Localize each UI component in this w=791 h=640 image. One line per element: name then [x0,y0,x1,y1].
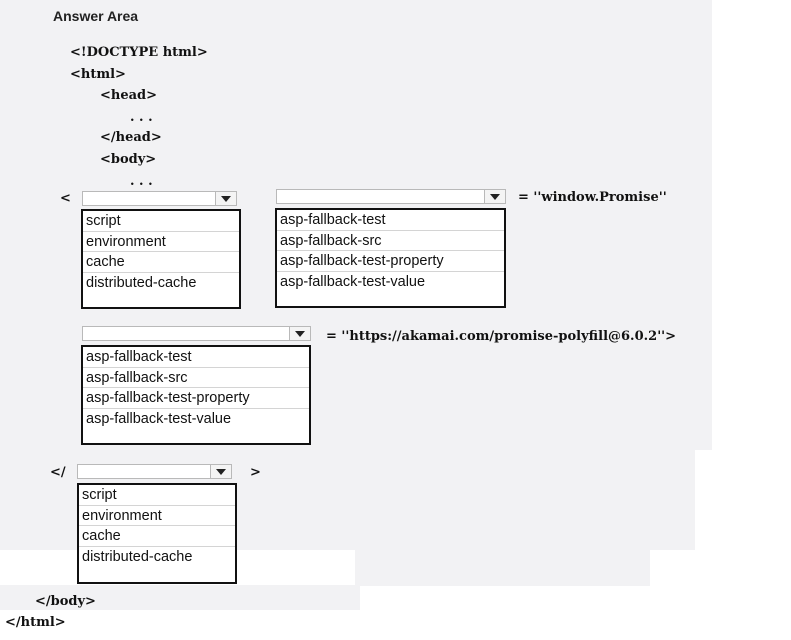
option-distributed-cache[interactable]: distributed-cache [86,274,197,291]
code-ellipsis: . . . [130,110,153,125]
option-cache[interactable]: cache [83,252,239,273]
code-greater-than: > [250,465,261,480]
option-script[interactable]: script [79,485,235,506]
option-asp-fallback-src[interactable]: asp-fallback-src [83,368,309,388]
option-asp-fallback-test[interactable]: asp-fallback-test [277,210,504,231]
code-close-prefix: </ [50,465,66,480]
chevron-down-icon[interactable] [289,327,310,340]
code-assign-src: = ''https://akamai.com/promise-polyfill@… [326,329,677,344]
attr-test-options: asp-fallback-test asp-fallback-src asp-f… [275,208,506,308]
tag-open-dropdown[interactable] [82,191,237,206]
option-asp-fallback-test-value[interactable]: asp-fallback-test-value [280,273,426,290]
code-body-open: <body> [100,152,157,167]
code-head-close: </head> [100,130,162,145]
option-asp-fallback-test[interactable]: asp-fallback-test [83,347,309,368]
tag-close-options: script environment cache distributed-cac… [77,483,237,584]
code-html-close: </html> [5,615,66,630]
code-less-than: < [60,191,71,206]
option-asp-fallback-test-value[interactable]: asp-fallback-test-value [86,410,232,427]
chevron-down-icon[interactable] [215,192,236,205]
option-asp-fallback-test-property[interactable]: asp-fallback-test-property [83,388,309,409]
chevron-down-icon[interactable] [484,190,505,203]
attr-src-options: asp-fallback-test asp-fallback-src asp-f… [81,345,311,445]
tag-open-options: script environment cache distributed-cac… [81,209,241,309]
answer-area-title: Answer Area [53,8,139,24]
code-doctype: <!DOCTYPE html> [70,45,208,60]
code-html-open: <html> [70,67,126,82]
option-cache[interactable]: cache [79,526,235,547]
code-body-close: </body> [35,594,96,609]
chevron-down-icon[interactable] [210,465,231,478]
option-environment[interactable]: environment [79,506,235,526]
attr-test-dropdown[interactable] [276,189,506,204]
code-assign-promise: = ''window.Promise'' [518,190,667,205]
option-script[interactable]: script [83,211,239,232]
code-ellipsis: . . . [130,174,153,189]
option-distributed-cache[interactable]: distributed-cache [82,548,193,565]
option-asp-fallback-src[interactable]: asp-fallback-src [277,231,504,251]
option-asp-fallback-test-property[interactable]: asp-fallback-test-property [277,251,504,272]
option-environment[interactable]: environment [83,232,239,252]
tag-close-dropdown[interactable] [77,464,232,479]
code-head-open: <head> [100,88,158,103]
attr-src-dropdown[interactable] [82,326,311,341]
